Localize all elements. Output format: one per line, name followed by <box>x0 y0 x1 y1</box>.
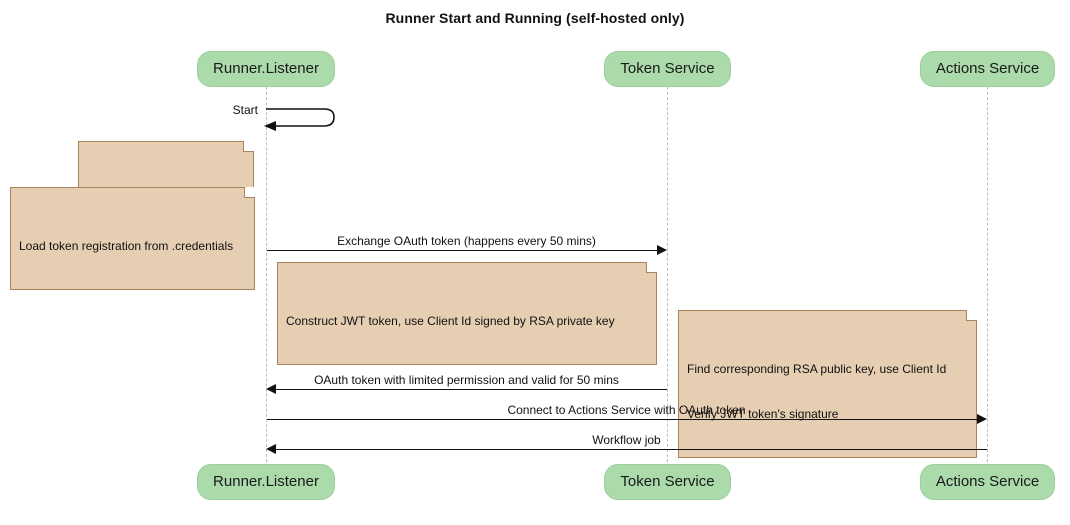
note-line: Construct JWT token, use Client Id signe… <box>286 314 615 328</box>
note-line: Load token registration from .credential… <box>19 239 234 253</box>
participant-label: Actions Service <box>935 473 1040 490</box>
message-line-connect <box>267 419 977 420</box>
participant-actions-top[interactable]: Actions Service <box>920 51 1055 87</box>
participant-label: Token Service <box>620 60 715 77</box>
note-verify-jwt: Find corresponding RSA public key, use C… <box>678 310 977 458</box>
participant-label: Actions Service <box>935 60 1040 77</box>
message-label-workflow: Workflow job <box>592 433 661 447</box>
participant-runner-top[interactable]: Runner.Listener <box>197 51 335 87</box>
lifeline-token <box>667 87 668 462</box>
participant-label: Runner.Listener <box>213 473 319 490</box>
participant-label: Runner.Listener <box>213 60 319 77</box>
message-line-oauth-return <box>276 389 667 390</box>
message-label-exchange: Exchange OAuth token (happens every 50 m… <box>337 234 596 248</box>
message-label-connect: Connect to Actions Service with OAuth to… <box>507 403 746 417</box>
note-load-token-registration: Load token registration from .credential… <box>10 187 255 290</box>
message-arrowhead-oauth-return <box>266 384 276 394</box>
message-arrowhead-connect <box>977 414 987 424</box>
message-arrowhead-exchange <box>657 245 667 255</box>
note-fold-corner <box>646 262 657 273</box>
message-line-exchange <box>267 250 657 251</box>
participant-token-bottom[interactable]: Token Service <box>604 464 731 500</box>
note-construct-jwt: Construct JWT token, use Client Id signe… <box>277 262 657 365</box>
note-fold-corner <box>244 187 255 198</box>
message-line-workflow <box>276 449 987 450</box>
note-fold-corner <box>966 310 977 321</box>
message-label-oauth-return: OAuth token with limited permission and … <box>314 373 619 387</box>
self-message-start <box>262 104 348 132</box>
page-title: Runner Start and Running (self-hosted on… <box>385 10 685 26</box>
participant-label: Token Service <box>620 473 715 490</box>
participant-token-top[interactable]: Token Service <box>604 51 731 87</box>
message-arrowhead-workflow <box>266 444 276 454</box>
participant-actions-bottom[interactable]: Actions Service <box>920 464 1055 500</box>
lifeline-actions <box>987 87 988 462</box>
self-message-label-start: Start <box>232 103 258 117</box>
note-line: Find corresponding RSA public key, use C… <box>687 362 947 376</box>
participant-runner-bottom[interactable]: Runner.Listener <box>197 464 335 500</box>
note-fold-corner <box>243 141 254 152</box>
lifeline-runner <box>266 87 267 462</box>
note-line: Verify JWT token's signature <box>687 407 839 421</box>
